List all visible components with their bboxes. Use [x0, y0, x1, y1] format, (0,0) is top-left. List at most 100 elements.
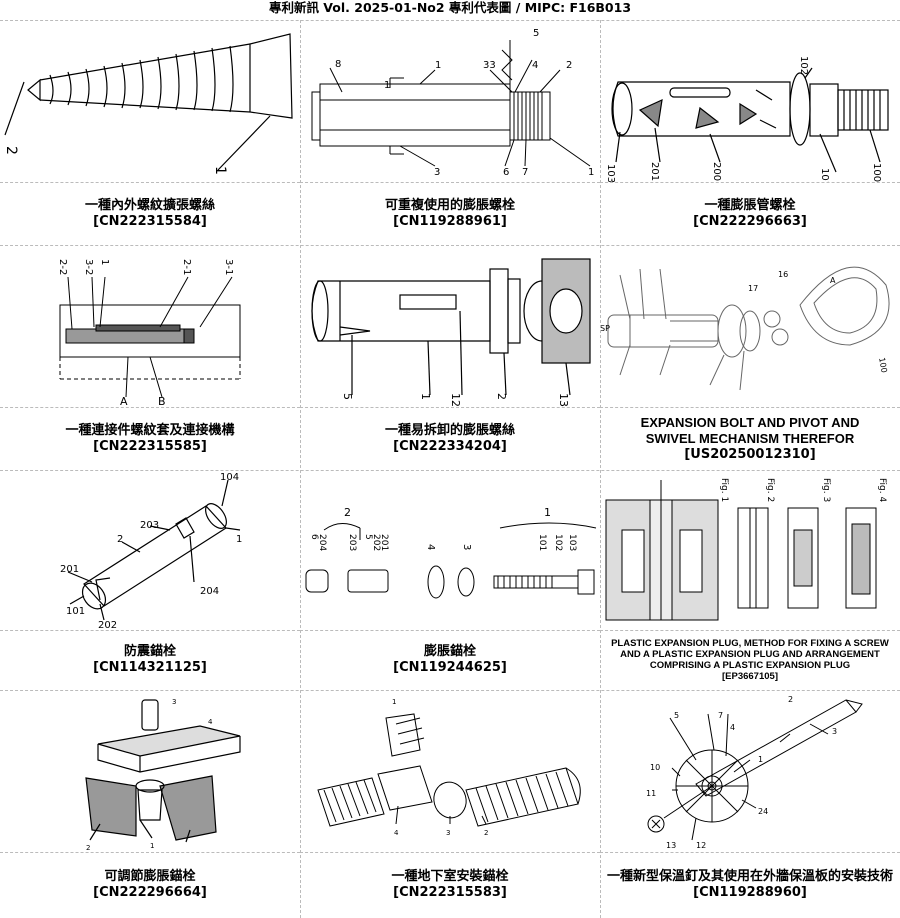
patent-drawing-7: 104 203 2 1 201 204 101 202: [0, 470, 300, 631]
patent-drawing-1: 2 1: [0, 20, 300, 183]
header-title: 專利新訊 Vol. 2025-01-No2 專利代表圖 / MIPC: F16B…: [269, 0, 631, 15]
patent-number: [CN119244625]: [393, 660, 507, 676]
patent-caption-7: 防震錨栓 [CN114321125]: [0, 630, 300, 690]
drawing-label: 1: [544, 506, 551, 519]
drawing-label: 2: [495, 393, 508, 400]
drawing-label: 10: [650, 763, 660, 772]
drawing-label: 201: [60, 564, 79, 575]
patent-card-4[interactable]: 2-2 3-2 1 2-1 3-1 A B 一種連接件螺紋套及連接機構 [CN2…: [0, 245, 300, 470]
patent-caption-3: 一種膨脹管螺栓 [CN222296663]: [600, 182, 900, 245]
drawing-label: 201: [379, 534, 389, 551]
drawing-label: 12: [449, 393, 462, 407]
patent-card-8[interactable]: 2 1 6 204 203 5 202 201 4 3 101 102 103 …: [300, 470, 600, 690]
patent-card-7[interactable]: 104 203 2 1 201 204 101 202 防震錨栓 [CN1143…: [0, 470, 300, 690]
patent-drawing-12: 2 5 7 4 3 10 11 1 24 13 12: [600, 690, 900, 853]
patent-caption-2: 可重複使用的膨脹螺栓 [CN119288961]: [300, 182, 600, 245]
drawing-label: 2: [788, 695, 793, 704]
drawing-label: 1: [99, 259, 110, 265]
drawing-label: 203: [347, 534, 357, 551]
patent-title: 可重複使用的膨脹螺栓: [379, 198, 521, 214]
drawing-label: A: [120, 395, 128, 407]
drawing-label: 1: [435, 60, 441, 71]
patent-drawing-6: 16 A 17 100 SP: [600, 245, 900, 408]
patent-title: EXPANSION BOLT AND PIVOT AND SWIVEL MECH…: [614, 415, 886, 447]
patent-number: [EP3667105]: [722, 671, 778, 682]
patent-caption-5: 一種易拆卸的膨脹螺絲 [CN222334204]: [300, 407, 600, 470]
drawing-label: 2: [566, 60, 572, 71]
drawing-label: 2-1: [181, 259, 192, 275]
drawing-label: 2: [86, 844, 90, 852]
drawing-label: 4: [208, 718, 213, 726]
patent-number: [CN119288961]: [393, 214, 507, 230]
drawing-label: 5: [341, 393, 354, 400]
patent-card-10[interactable]: 3 4 1 2 可調節膨脹錨栓 [CN222296664]: [0, 690, 300, 918]
drawing-label: 101: [537, 534, 547, 551]
patent-card-3[interactable]: 102 103 201 200 101 100 一種膨脹管螺栓 [CN22229…: [600, 20, 900, 245]
patent-title: 防震錨栓: [118, 644, 182, 660]
drawing-label: 204: [317, 534, 327, 551]
drawing-label: 103: [567, 534, 577, 551]
patent-drawing-10: 3 4 1 2: [0, 690, 300, 853]
drawing-label: B: [158, 395, 166, 407]
patent-title: 一種易拆卸的膨脹螺絲: [379, 423, 521, 439]
patent-drawing-2: 8 1 33 5 4 2 1 3 6 7 1: [300, 20, 600, 183]
patent-number: [CN222334204]: [393, 439, 507, 455]
patent-title: 一種連接件螺紋套及連接機構: [59, 423, 240, 439]
drawing-label: 2: [117, 534, 123, 545]
drawing-label: 1: [150, 842, 154, 850]
drawing-label: A: [830, 276, 836, 285]
patent-title: 可調節膨脹錨栓: [98, 869, 201, 885]
drawing-label: 5: [533, 28, 539, 39]
patent-drawing-4: 2-2 3-2 1 2-1 3-1 A B: [0, 245, 300, 408]
patent-drawing-8: 2 1 6 204 203 5 202 201 4 3 101 102 103: [300, 470, 600, 631]
drawing-label: 101: [819, 168, 830, 182]
drawing-label: 13: [557, 393, 570, 407]
drawing-label: 103: [605, 164, 616, 182]
drawing-label: 1: [212, 166, 228, 175]
drawing-label: 2: [3, 146, 19, 155]
drawing-label: 24: [758, 807, 768, 816]
patent-card-6[interactable]: 16 A 17 100 SP EXPANSION BOLT AND PIVOT …: [600, 245, 900, 470]
drawing-label: 3: [832, 727, 837, 736]
drawing-label: 104: [220, 472, 239, 483]
patent-card-9[interactable]: Fig. 1 Fig. 2 Fig. 3 Fig. 4 PLASTIC EXPA…: [600, 470, 900, 690]
drawing-label: 2: [484, 829, 488, 837]
drawing-label: 101: [66, 606, 85, 617]
drawing-label: 100: [877, 357, 889, 374]
drawing-label: 1: [392, 698, 396, 706]
patent-card-12[interactable]: 2 5 7 4 3 10 11 1 24 13 12 一種新型保溫釘及其使用在外…: [600, 690, 900, 918]
patent-title: 一種內外螺紋擴張螺絲: [79, 198, 221, 214]
drawing-label: 1: [419, 393, 432, 400]
patent-card-11[interactable]: 1 2 3 4 一種地下室安裝錨栓 [CN222315583]: [300, 690, 600, 918]
drawing-label: 33: [483, 60, 496, 71]
drawing-label: 12: [696, 841, 706, 850]
patent-number: [CN222315583]: [393, 885, 507, 901]
drawing-label: 3: [446, 829, 450, 837]
patent-card-5[interactable]: 5 1 12 2 13 一種易拆卸的膨脹螺絲 [CN222334204]: [300, 245, 600, 470]
row-divider: [0, 470, 900, 471]
drawing-label: 1: [758, 755, 763, 764]
patent-title: PLASTIC EXPANSION PLUG, METHOD FOR FIXIN…: [596, 638, 900, 671]
patent-card-2[interactable]: 8 1 33 5 4 2 1 3 6 7 1 可重複使用的膨脹螺栓 [CN119…: [300, 20, 600, 245]
patent-caption-8: 膨脹錨栓 [CN119244625]: [300, 630, 600, 690]
drawing-label: 4: [425, 544, 436, 550]
drawing-label: 17: [748, 284, 758, 293]
drawing-label: 6: [503, 167, 509, 178]
patent-card-1[interactable]: 2 1 一種內外螺紋擴張螺絲 [CN222315584]: [0, 20, 300, 245]
patent-caption-6: EXPANSION BOLT AND PIVOT AND SWIVEL MECH…: [600, 407, 900, 470]
patent-title: 一種地下室安裝錨栓: [385, 869, 514, 885]
patent-number: [CN222296664]: [93, 885, 207, 901]
drawing-label: 5: [674, 711, 679, 720]
drawing-label: 202: [98, 620, 117, 630]
patent-caption-10: 可調節膨脹錨栓 [CN222296664]: [0, 852, 300, 918]
row-divider: [0, 20, 900, 21]
patent-number: [US20250012310]: [684, 447, 815, 463]
drawing-label: 100: [871, 163, 882, 182]
drawing-label: 203: [140, 520, 159, 531]
drawing-label: 2-2: [57, 259, 68, 275]
drawing-label: 2: [344, 506, 351, 519]
drawing-label: 4: [730, 723, 735, 732]
drawing-label: 3: [461, 544, 472, 550]
drawing-label: SP: [600, 324, 610, 333]
drawing-label: 8: [335, 59, 341, 70]
